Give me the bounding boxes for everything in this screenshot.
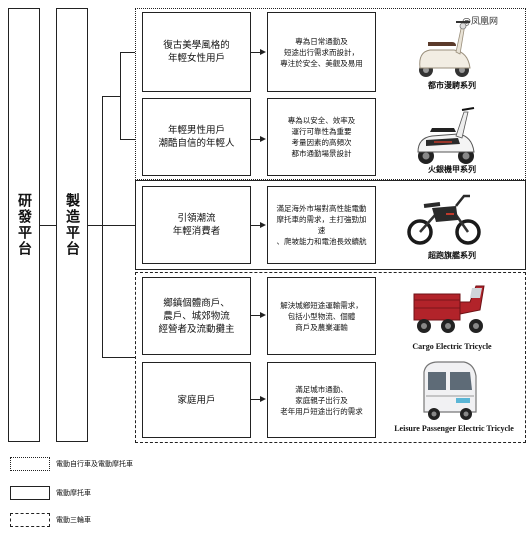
manufacturing-stem-connector [88, 225, 102, 227]
segment-user-box: 復古美學風格的 年輕女性用戶 [142, 12, 251, 92]
series-label: Leisure Passenger Electric Tricycle [394, 424, 514, 433]
manufacturing-platform: 製造平台 [56, 8, 88, 442]
rd-platform: 研發平台 [8, 8, 40, 442]
group-bicycle-motorcycle [135, 8, 526, 180]
segment-description-box: 專為日常通勤及 短途出行需求而設計， 專注於安全、美觀及易用 [267, 12, 376, 92]
arrow-head-icon [260, 222, 266, 228]
arrow-shaft [251, 315, 261, 317]
series-label: 都市漫騁系列 [428, 80, 476, 90]
arrow-head-icon [260, 396, 266, 402]
passenger-tricycle-icon [423, 361, 477, 420]
main-trunk-line [102, 96, 104, 358]
legend-swatch-dotted [10, 457, 50, 471]
legend-label: 電動摩托車 [56, 489, 91, 497]
series-label: 超跑旗艦系列 [428, 250, 476, 260]
rd-platform-label: 研發平台 [16, 193, 32, 257]
watermark: @凤凰网 [462, 17, 499, 27]
arrow-shaft [251, 225, 261, 227]
group-tricycle [135, 272, 526, 443]
electric-motorcycle-icon [407, 194, 481, 245]
segment-user-box: 家庭用戶 [142, 362, 251, 438]
group-motorcycle [135, 180, 526, 270]
segment-description-box: 滿足城市通勤、 家庭親子出行及 老年用戶短途出行的需求 [267, 362, 376, 438]
legend-swatch-dashed [10, 513, 50, 527]
rd-to-manufacturing-connector [40, 225, 56, 227]
legend-label: 電動三輪車 [56, 516, 91, 524]
top-branch-to-seg2 [120, 139, 135, 141]
segment-description-box: 解決城鄉短途運輸需求， 包括小型物流、個體 商戶及農業運輸 [267, 277, 376, 355]
top-branch-line [120, 52, 122, 140]
retro-scooter-icon [419, 21, 471, 77]
arrow-head-icon [260, 136, 266, 142]
segment-user-box: 鄉鎮個體商戶、 農戶、城郊物流 經營者及流動攤主 [142, 277, 251, 355]
legend-label: 電動自行車及電動摩托車 [56, 460, 133, 468]
sport-scooter-icon [417, 107, 475, 164]
arrow-shaft [251, 52, 261, 54]
trunk-to-mid-group [102, 225, 135, 227]
arrow-head-icon [260, 312, 266, 318]
trunk-to-bottom-group [102, 357, 135, 359]
manufacturing-platform-label: 製造平台 [64, 193, 80, 257]
segment-user-box: 引領潮流 年輕消費者 [142, 186, 251, 264]
arrow-head-icon [260, 49, 266, 55]
segment-description-box: 專為以安全、效率及 運行可靠性為重要 考量因素的高頻次 都市通勤場景設計 [267, 98, 376, 176]
arrow-shaft [251, 399, 261, 401]
series-label: Cargo Electric Tricycle [412, 342, 492, 351]
series-label: 火銀機甲系列 [428, 164, 476, 174]
cargo-tricycle-icon [413, 285, 485, 333]
trunk-to-top-group [102, 96, 120, 98]
top-branch-to-seg1 [120, 52, 135, 54]
segment-user-box: 年輕男性用戶 潮酷自信的年輕人 [142, 98, 251, 176]
arrow-shaft [251, 139, 261, 141]
legend-swatch-solid [10, 486, 50, 500]
segment-description-box: 滿足海外市場對高性能電動 摩托車的需求，主打強勁加速 、爬坡能力和電池長效續航 [267, 186, 376, 264]
